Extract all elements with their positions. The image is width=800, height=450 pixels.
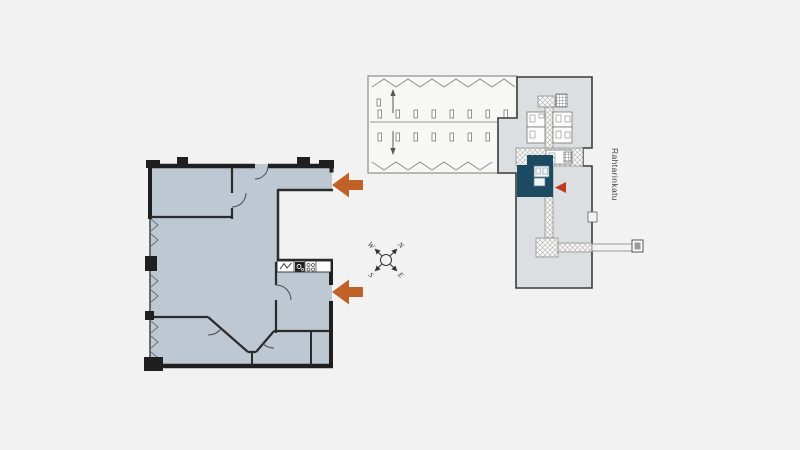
pillars: [144, 157, 334, 371]
compass-spokes: [374, 248, 398, 272]
door-arcs: [207, 165, 292, 349]
highlighted-unit-bathroom: [533, 165, 550, 187]
street-name-label: Rahtarinkatu: [610, 148, 620, 201]
entrance-arrow-bottom: [332, 279, 363, 305]
street-gate: [631, 239, 644, 253]
site-rooms: [526, 93, 573, 165]
stove-icon: [295, 262, 305, 272]
compass-circle: [380, 254, 392, 266]
street-walkway: [591, 243, 633, 252]
unit-interior-walls: [150, 166, 333, 366]
entrance-arrow-top: [332, 172, 363, 198]
kitchen-counter: [276, 260, 332, 273]
detail-floor-plan: [144, 157, 363, 371]
facade-recess: [587, 211, 598, 223]
cooktop-icon: [306, 263, 315, 272]
sink-icon: [279, 262, 292, 270]
hall-columns: [376, 98, 508, 142]
unit-entrance-marker: [555, 182, 566, 193]
hall-roof-sawtooth: [371, 78, 516, 171]
compass-west-label: W: [366, 240, 377, 251]
site-plan: Rahtarinkatu: [367, 75, 644, 289]
compass-east-label: E: [395, 269, 406, 280]
compass-rose: N S W E: [366, 239, 407, 280]
industrial-hall: [367, 75, 518, 174]
compass-south-label: S: [367, 270, 376, 279]
compass-north-label: N: [395, 239, 406, 250]
hall-direction-arrows: [390, 89, 396, 155]
window-symbols: [150, 218, 159, 365]
